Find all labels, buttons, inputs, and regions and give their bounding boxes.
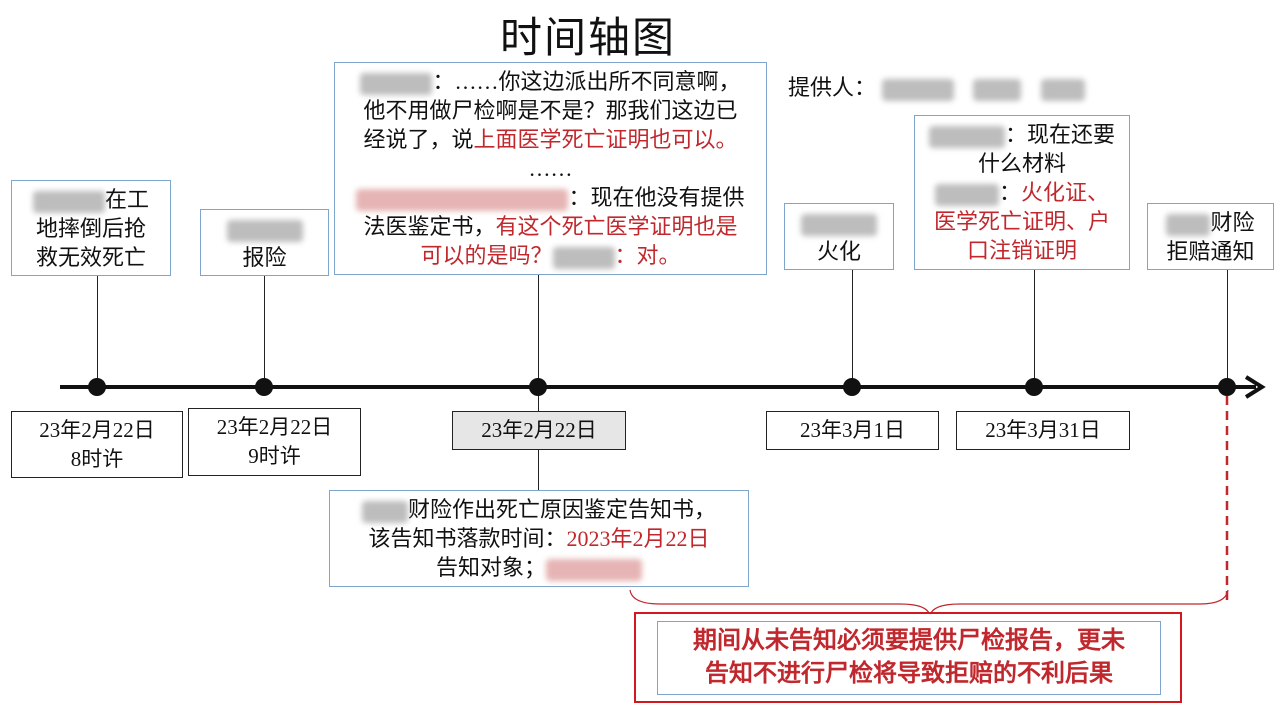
- notice-text: 该告知书落款时间：: [368, 526, 567, 551]
- connector: [1227, 270, 1228, 388]
- connector: [1034, 270, 1035, 388]
- event-text: ：……你这边派出所不同意啊，: [432, 69, 741, 94]
- timeline-dot: [529, 378, 547, 396]
- timeline-dot: [88, 378, 106, 396]
- event-text-highlight: 医学死亡证明、户: [933, 209, 1110, 234]
- date-text: 23年3月31日: [985, 418, 1101, 442]
- redacted: [1166, 213, 1211, 236]
- event-text: 火化: [816, 239, 861, 264]
- event-text: 什么材料: [977, 151, 1066, 176]
- date-box: 23年2月22日 9时许: [188, 408, 361, 476]
- connector: [264, 276, 265, 388]
- date-text: 23年2月22日: [39, 417, 155, 442]
- event-text-highlight: 可以的是吗？: [420, 243, 553, 268]
- notice-text: 财险作出死亡原因鉴定告知书，: [407, 497, 716, 522]
- event-text: 他不用做尸检啊是不是？那我们这边已: [363, 98, 738, 123]
- event-text: ：现在还要: [1004, 122, 1115, 147]
- event-box-materials: ：现在还要 什么材料 ：火化证、 医学死亡证明、户 口注销证明: [914, 115, 1130, 270]
- date-text: 23年3月1日: [800, 418, 905, 442]
- redacted: [360, 72, 433, 95]
- timeline-dot: [843, 378, 861, 396]
- timeline-dot: [1025, 378, 1043, 396]
- date-box: 23年2月22日 8时许: [11, 411, 183, 478]
- notice-text: 告知对象；: [435, 555, 546, 580]
- timeline-axis: [60, 375, 1266, 399]
- redacted: [32, 190, 105, 213]
- date-box: 23年3月31日: [956, 411, 1130, 450]
- event-text-highlight: 火化证、: [1021, 180, 1110, 205]
- redacted: [552, 246, 615, 269]
- timeline-dot: [255, 378, 273, 396]
- connector: [97, 276, 98, 388]
- event-text-highlight: 上面医学死亡证明也可以。: [473, 127, 738, 152]
- conclusion-text: 期间从未告知必须要提供尸检报告，更未: [693, 628, 1125, 654]
- conclusion-inner: 期间从未告知必须要提供尸检报告，更未 告知不进行尸检将导致拒赔的不利后果: [657, 621, 1161, 695]
- event-box-call-record: ：……你这边派出所不同意啊， 他不用做尸检啊是不是？那我们这边已 经说了，说上面…: [334, 62, 767, 275]
- event-text: ……: [528, 156, 573, 181]
- event-text: 拒赔通知: [1166, 239, 1255, 264]
- event-text-highlight: 口注销证明: [966, 238, 1077, 263]
- event-text: 法医鉴定书，: [363, 214, 496, 239]
- event-box-denial: 财险 拒赔通知: [1147, 203, 1274, 270]
- redacted: [546, 558, 642, 581]
- date-box: 23年2月22日: [452, 411, 626, 450]
- redacted: [361, 500, 408, 523]
- provider-label: 提供人：: [788, 75, 877, 100]
- redacted: [1040, 78, 1085, 101]
- event-text: 财险: [1210, 210, 1255, 235]
- page-title: 时间轴图: [499, 16, 676, 62]
- event-box-report: 报险: [200, 209, 329, 276]
- connector: [852, 270, 853, 388]
- redacted: [928, 125, 1005, 148]
- redacted: [973, 78, 1022, 101]
- notice-box: 财险作出死亡原因鉴定告知书， 该告知书落款时间：2023年2月22日 告知对象；: [329, 490, 749, 587]
- event-text: ：现在他没有提供: [568, 185, 745, 210]
- event-text: ：: [998, 180, 1021, 205]
- date-text: 23年2月22日: [481, 418, 597, 442]
- date-text: 23年2月22日: [216, 415, 333, 439]
- event-text: 经说了，说: [363, 127, 474, 152]
- date-box: 23年3月1日: [766, 411, 939, 450]
- conclusion-box: 期间从未告知必须要提供尸检报告，更未 告知不进行尸检将导致拒赔的不利后果: [634, 612, 1182, 703]
- conclusion-text: 告知不进行尸检将导致拒赔的不利后果: [705, 661, 1113, 687]
- event-text: 在工: [104, 187, 149, 212]
- event-text-highlight: ：对。: [614, 243, 681, 268]
- event-text-highlight: 有这个死亡医学证明也是: [495, 214, 738, 239]
- redacted: [801, 213, 877, 236]
- event-box-cremation: 火化: [784, 203, 894, 270]
- redacted: [226, 219, 303, 242]
- event-box-death: 在工 地摔倒后抢 救无效死亡: [11, 180, 171, 276]
- notice-date: 2023年2月22日: [566, 526, 710, 551]
- provider: 提供人：: [788, 70, 1085, 102]
- redacted: [881, 78, 954, 101]
- time-text: 9时许: [248, 444, 301, 468]
- time-text: 8时许: [70, 446, 124, 471]
- event-text: 救无效死亡: [35, 245, 146, 270]
- timeline-dot: [1218, 378, 1236, 396]
- event-text: 地摔倒后抢: [35, 216, 146, 241]
- event-text: 报险: [242, 245, 287, 270]
- redacted: [934, 183, 999, 206]
- redacted: [356, 188, 569, 211]
